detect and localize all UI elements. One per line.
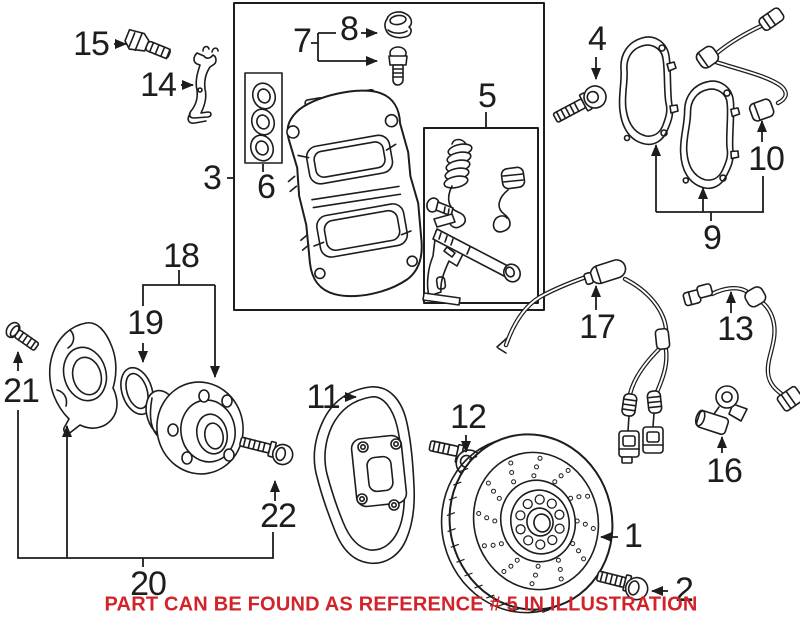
callout-2: 2 [675,571,694,609]
caliper-drawing [286,88,423,298]
callout-7: 7 [293,22,312,60]
callout-18: 18 [163,237,200,275]
hardware-kit-drawing [422,138,526,306]
callout-19: 19 [127,304,164,342]
callout-22: 22 [260,497,297,535]
callout-17: 17 [579,308,616,346]
bleeder-cap-drawing [384,11,413,39]
abs-sensor-16-drawing [694,385,748,436]
bolt-15-drawing [124,28,171,60]
bolt-2-drawing [596,570,649,601]
bearing-housing-drawing [48,322,118,435]
callout-15: 15 [73,25,110,63]
leader-lines [13,28,767,596]
callout-9: 9 [703,219,722,257]
callout-12: 12 [450,398,487,436]
hardware-kit-box-outline [423,127,539,304]
callout-13: 13 [717,310,754,348]
brake-pad-drawing [618,36,745,192]
bolt-21-drawing [5,321,40,351]
callout-10: 10 [748,140,785,178]
abs-wire-13-drawing [682,283,800,412]
wear-sensor-10-drawing [695,7,788,122]
seal-kit-box-outline [244,72,283,164]
reference-note: PART CAN BE FOUND AS REFERENCE # 5 IN IL… [104,593,698,616]
bleeder-screw-drawing [388,46,408,86]
hub-drawing [145,381,244,475]
bolt-4-drawing [552,85,607,123]
callout-5: 5 [478,77,497,115]
callout-8: 8 [340,10,359,48]
bolt-22-drawing [239,436,294,466]
callout-11: 11 [306,378,340,416]
callout-14: 14 [140,66,177,104]
snap-ring-drawing [120,366,154,416]
bracket-14-drawing [187,45,219,124]
callout-21: 21 [3,372,40,410]
callout-16: 16 [706,452,743,490]
callout-1: 1 [624,517,643,555]
callout-20: 20 [130,565,167,603]
callout-6: 6 [257,168,276,206]
wear-sensor-17-drawing [496,259,671,464]
caliper-box-outline [233,2,545,311]
callout-4: 4 [588,20,607,58]
splash-shield-drawing [313,386,416,565]
rotor-drawing [440,433,614,614]
seal-rings-drawing [249,82,277,162]
callout-3: 3 [203,159,222,197]
